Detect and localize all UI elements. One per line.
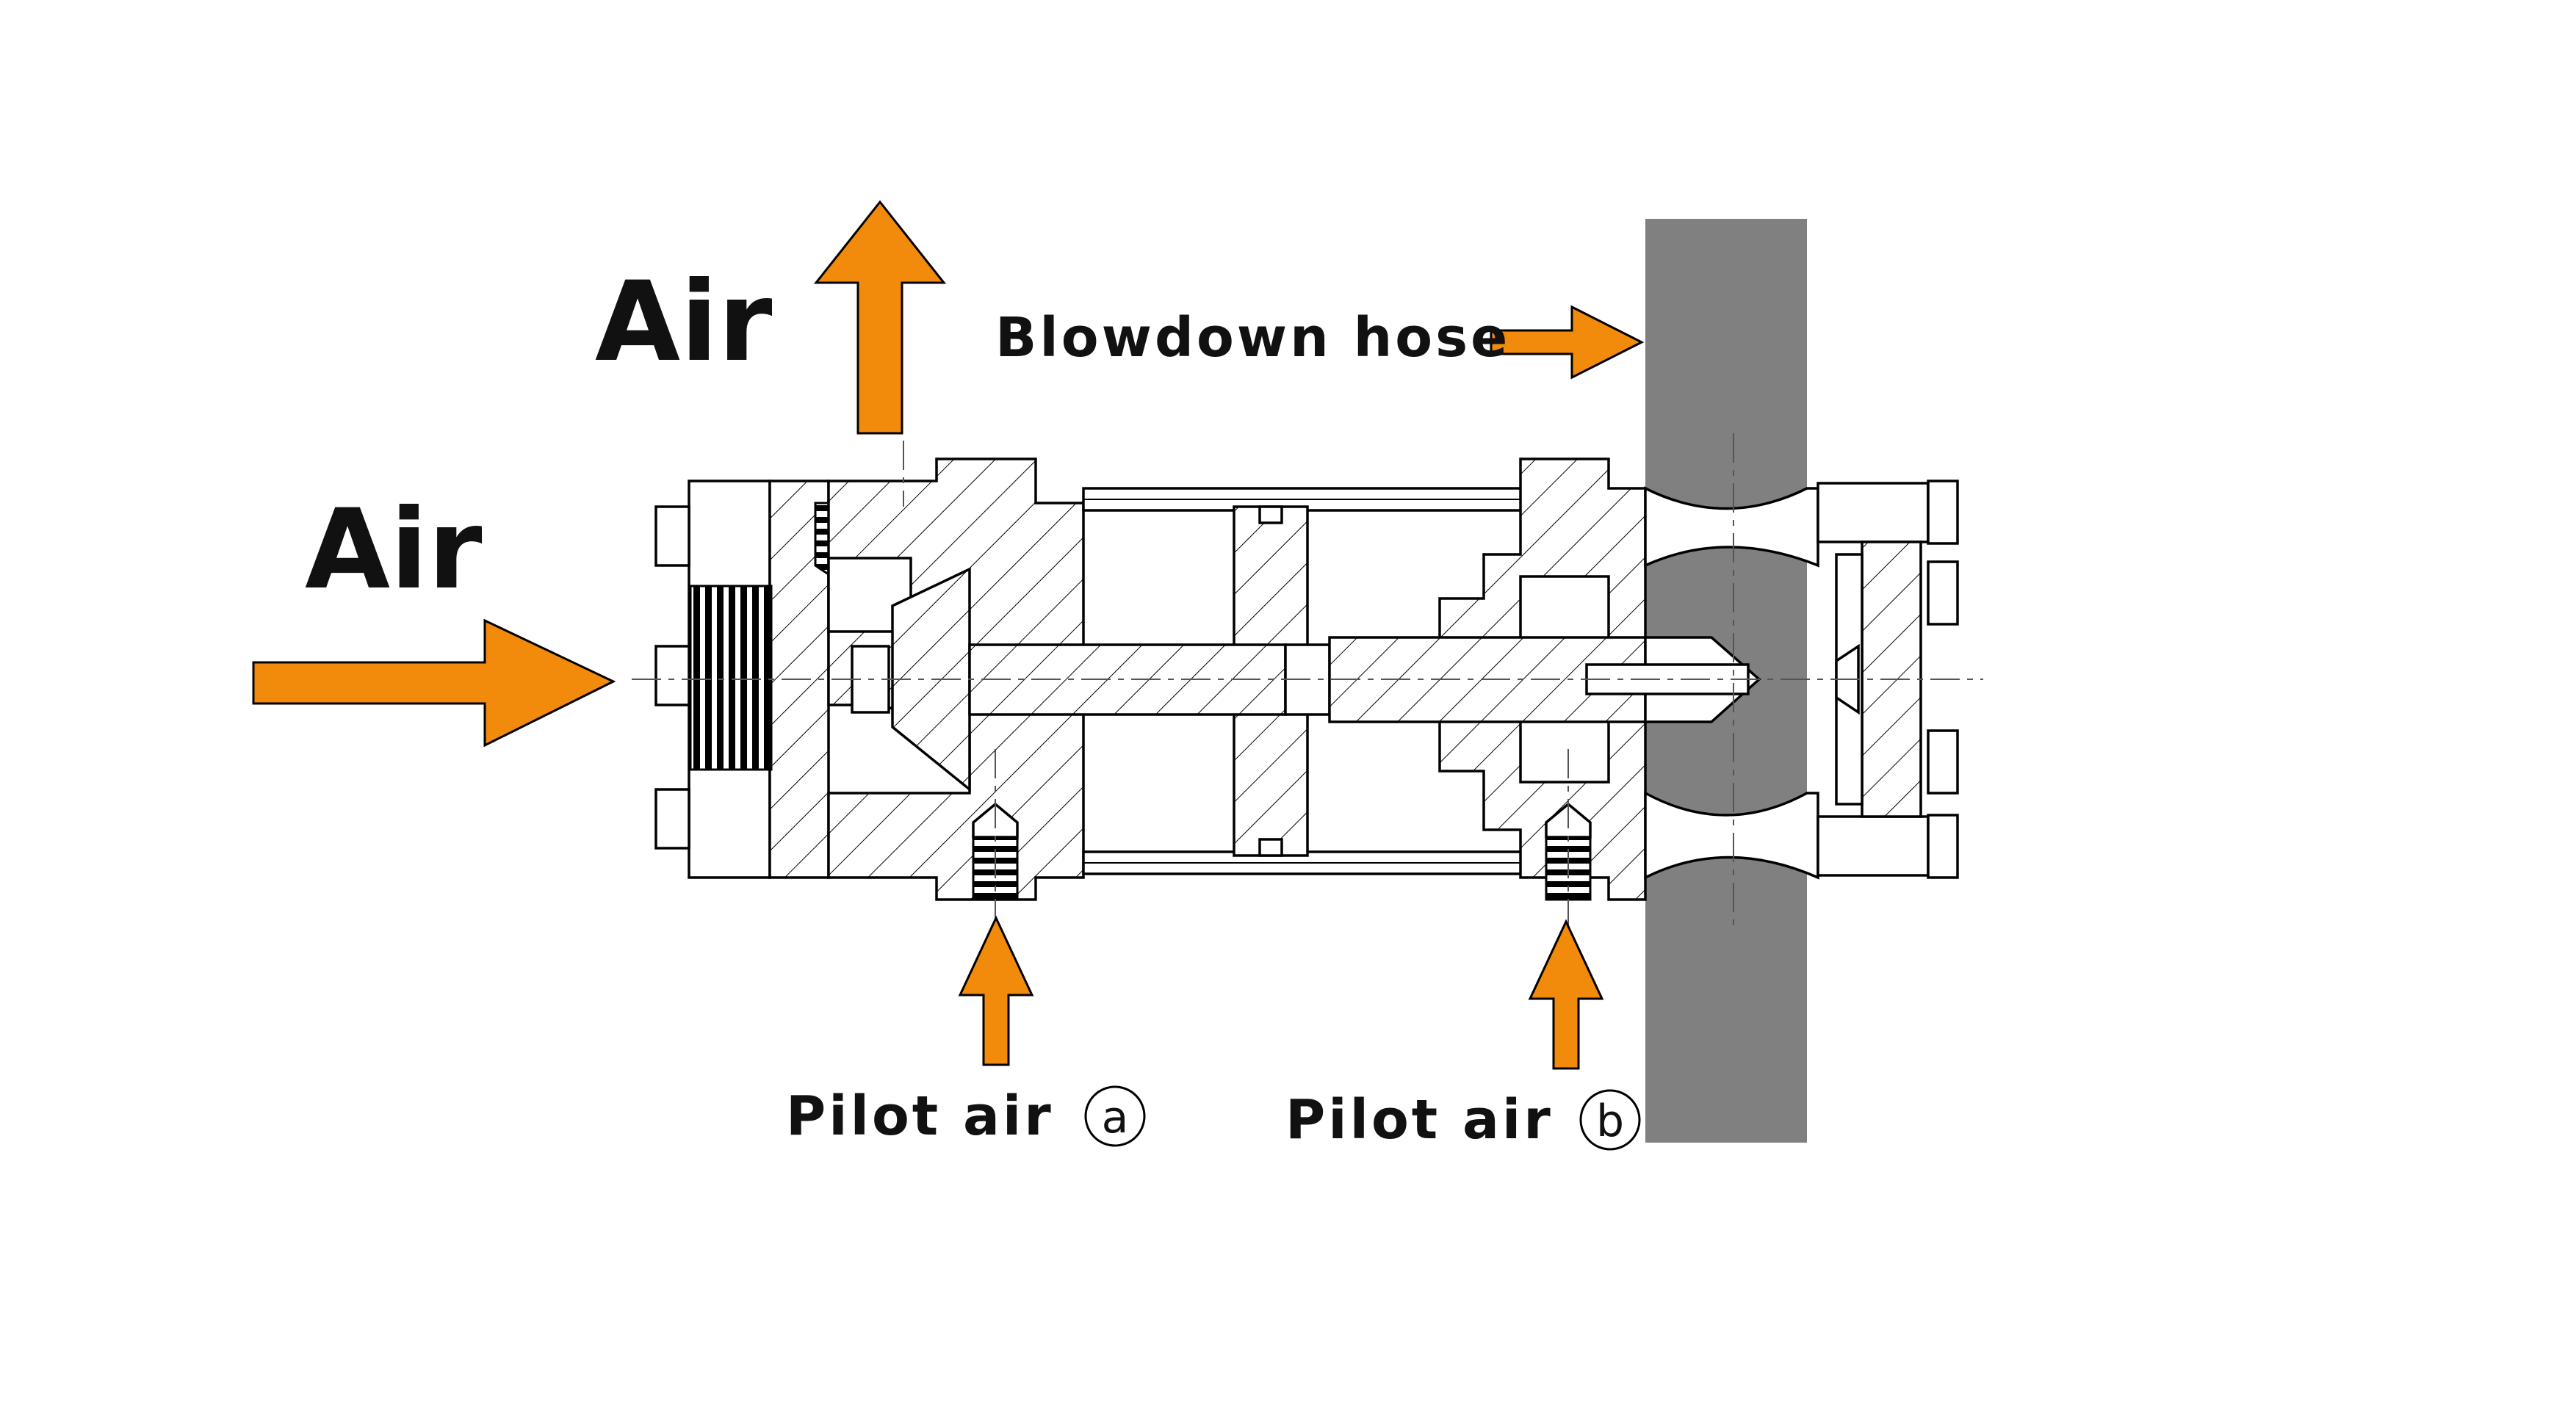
pilot-b-arrow-icon bbox=[1528, 919, 1604, 1070]
pilot-b-mark: b bbox=[1596, 1096, 1624, 1147]
left-bolts bbox=[654, 505, 690, 850]
center-lines bbox=[632, 433, 1983, 933]
pilot-a-mark: a bbox=[1102, 1092, 1129, 1143]
pilot-air-b-label: Pilot air bbox=[1285, 1088, 1554, 1151]
air-inlet-arrow-icon bbox=[252, 618, 616, 748]
pilot-air-a-label: Pilot air bbox=[786, 1085, 1054, 1148]
inlet-thread bbox=[689, 585, 773, 771]
circle-mark-a-icon: a bbox=[1084, 1085, 1146, 1147]
hose-clamp bbox=[1644, 480, 1959, 880]
air-inlet-label: Air bbox=[305, 486, 483, 614]
blowdown-hose-label: Blowdown hose bbox=[995, 306, 1510, 369]
circle-mark-b-icon: b bbox=[1579, 1089, 1641, 1151]
air-outlet-label: Air bbox=[595, 258, 773, 386]
air-outlet-arrow-icon bbox=[813, 200, 947, 435]
blowdown-arrow-icon bbox=[1490, 305, 1645, 380]
pilot-a-arrow-icon bbox=[958, 915, 1034, 1066]
